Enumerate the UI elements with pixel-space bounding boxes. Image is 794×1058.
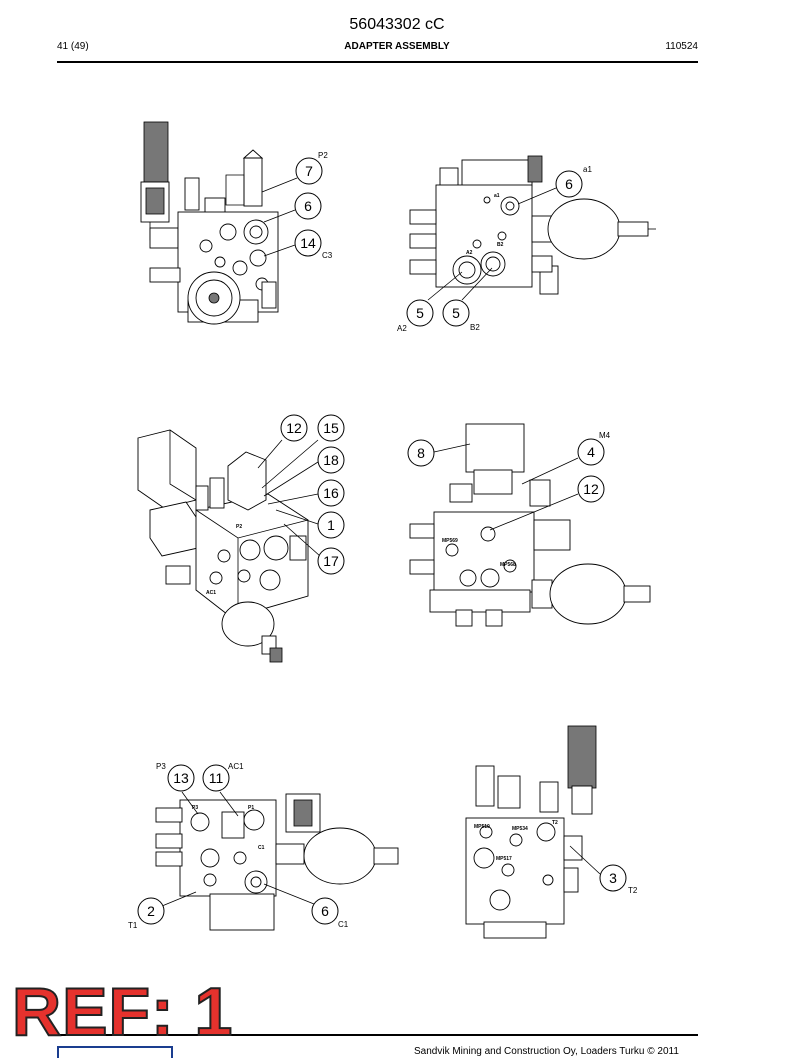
company-logo bbox=[57, 1046, 173, 1058]
header-rule bbox=[57, 61, 698, 63]
port-label: T2 bbox=[552, 820, 558, 826]
callout: 5 bbox=[406, 299, 434, 327]
callout: 2 bbox=[137, 897, 165, 925]
port-label: T2 bbox=[628, 886, 638, 895]
solenoid-coil bbox=[567, 725, 597, 789]
port-label: C3 bbox=[322, 251, 333, 260]
svg-text:3: 3 bbox=[609, 870, 617, 886]
port-label: P2 bbox=[236, 524, 242, 530]
solenoid-coil bbox=[143, 121, 169, 183]
view-5: P3 P1 C1 P3 AC1 T1 C1 13 11 2 6 bbox=[128, 762, 399, 931]
svg-text:15: 15 bbox=[323, 420, 339, 436]
callout: 14 bbox=[294, 229, 322, 257]
document-date: 110524 bbox=[665, 41, 698, 52]
port-label: AC1 bbox=[228, 762, 244, 771]
port-label: P3 bbox=[156, 762, 166, 771]
callout: 13 bbox=[167, 764, 195, 792]
solenoid bbox=[465, 423, 525, 473]
port-label: T1 bbox=[128, 921, 138, 930]
callout: 7 bbox=[295, 157, 323, 185]
port-label: C1 bbox=[258, 845, 265, 851]
callout: 3 bbox=[599, 864, 627, 892]
callout: 15 bbox=[317, 414, 345, 442]
svg-text:1: 1 bbox=[327, 517, 335, 533]
callout: 12 bbox=[577, 475, 605, 503]
port-label: MP510 bbox=[474, 824, 490, 830]
document-title: ADAPTER ASSEMBLY bbox=[344, 41, 450, 52]
port-label: P1 bbox=[248, 805, 254, 811]
svg-text:14: 14 bbox=[300, 235, 316, 251]
document-number: 56043302 cC bbox=[349, 16, 445, 33]
port-label: P3 bbox=[192, 805, 198, 811]
solenoid bbox=[137, 429, 197, 509]
port-label: MP568 bbox=[500, 562, 516, 568]
callout: 6 bbox=[311, 897, 339, 925]
port-label: A2 bbox=[397, 324, 407, 333]
callout: 11 bbox=[202, 764, 230, 792]
reference-stamp: REF: 1 bbox=[11, 974, 234, 1050]
port-label: AC1 bbox=[206, 590, 216, 596]
port-label: A2 bbox=[466, 250, 473, 256]
callout: 16 bbox=[317, 479, 345, 507]
callout: 5 bbox=[442, 299, 470, 327]
view-1: P2 C3 7 6 14 bbox=[140, 121, 333, 325]
copyright-notice: Sandvik Mining and Construction Oy, Load… bbox=[414, 1046, 679, 1057]
view-3: P2 AC1 12 15 18 16 1 17 bbox=[137, 414, 345, 663]
port-label: a1 bbox=[583, 165, 592, 174]
callout: 12 bbox=[280, 414, 308, 442]
svg-text:6: 6 bbox=[304, 198, 312, 214]
callout: 17 bbox=[317, 547, 345, 575]
svg-text:13: 13 bbox=[173, 770, 189, 786]
callout: 4 bbox=[577, 438, 605, 466]
port-label: MP569 bbox=[442, 538, 458, 544]
port-label: a1 bbox=[494, 193, 500, 199]
svg-text:6: 6 bbox=[565, 176, 573, 192]
port-label: MP534 bbox=[512, 826, 528, 832]
svg-text:11: 11 bbox=[209, 770, 224, 786]
port-label: MP517 bbox=[496, 856, 512, 862]
footer-rule bbox=[57, 1034, 698, 1036]
svg-text:18: 18 bbox=[323, 452, 339, 468]
view-2: a1 A2 B2 a1 A2 B2 6 5 5 bbox=[397, 155, 656, 333]
callout: 1 bbox=[317, 511, 345, 539]
callout: 8 bbox=[407, 439, 435, 467]
svg-text:8: 8 bbox=[417, 445, 425, 461]
callout: 18 bbox=[317, 446, 345, 474]
port-label: B2 bbox=[497, 242, 504, 248]
svg-text:16: 16 bbox=[323, 485, 339, 501]
svg-text:12: 12 bbox=[583, 481, 599, 497]
svg-text:6: 6 bbox=[321, 903, 329, 919]
port-label: B2 bbox=[470, 323, 480, 332]
svg-text:7: 7 bbox=[305, 163, 313, 179]
port-label: M4 bbox=[599, 431, 611, 440]
svg-text:4: 4 bbox=[587, 444, 595, 460]
svg-text:5: 5 bbox=[452, 305, 460, 321]
svg-text:2: 2 bbox=[147, 903, 155, 919]
view-6: MP510 MP534 MP517 T2 T2 3 bbox=[465, 725, 638, 939]
callout: 6 bbox=[294, 192, 322, 220]
svg-text:12: 12 bbox=[286, 420, 302, 436]
port-label: P2 bbox=[318, 151, 328, 160]
port-label: C1 bbox=[338, 920, 349, 929]
svg-text:17: 17 bbox=[323, 553, 339, 569]
callout: 6 bbox=[555, 170, 583, 198]
svg-text:5: 5 bbox=[416, 305, 424, 321]
page-count: 41 (49) bbox=[57, 41, 89, 52]
view-4: MP569 MP568 M4 8 4 12 bbox=[407, 423, 651, 627]
